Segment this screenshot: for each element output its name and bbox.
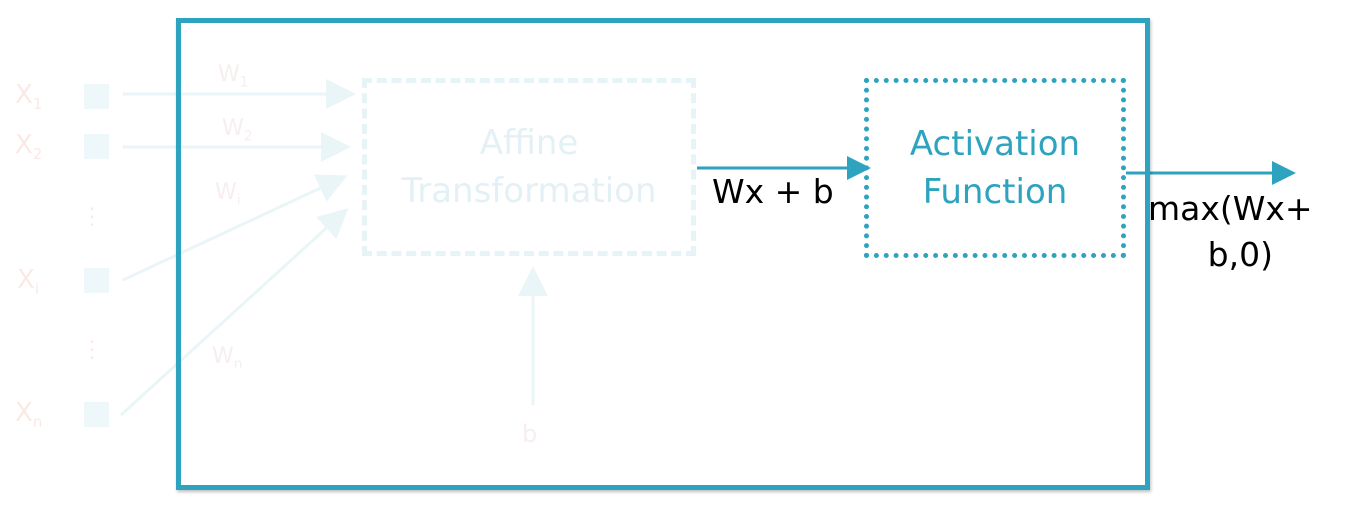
bias-label: b [522,420,538,448]
input-label-x1: X1 [15,80,43,114]
input-label-x2: X2 [15,130,43,164]
relu-highlight-frame [176,18,1150,490]
arrow-xn [119,207,349,417]
output-formula: max(Wx+ b,0) [1148,186,1313,278]
output-formula-line1: max(Wx+ [1148,189,1313,228]
input-node-i [84,268,109,293]
input-label-xn: Xn [15,398,43,432]
input-node-n [84,402,109,427]
weight-label-wn: Wn [212,344,243,373]
activation-label-line2: Function [922,172,1068,212]
activation-label-line1: Activation [909,124,1081,164]
ellipsis-icon: ··· [88,197,96,237]
affine-label-line1: Affine [479,123,579,163]
output-formula-line2: b,0) [1207,235,1273,274]
affine-label-line2: Transformation [401,171,657,211]
input-label-xi: Xi [17,265,39,299]
weight-label-w1: W1 [218,62,249,91]
weight-label-wi: Wi [215,180,241,209]
affine-output-label: Wx + b [712,172,834,211]
ellipsis-icon: ··· [88,330,96,370]
arrow-xi [122,174,348,282]
input-node-1 [84,84,109,109]
input-node-2 [84,134,109,159]
weight-label-w2: W2 [222,116,253,145]
